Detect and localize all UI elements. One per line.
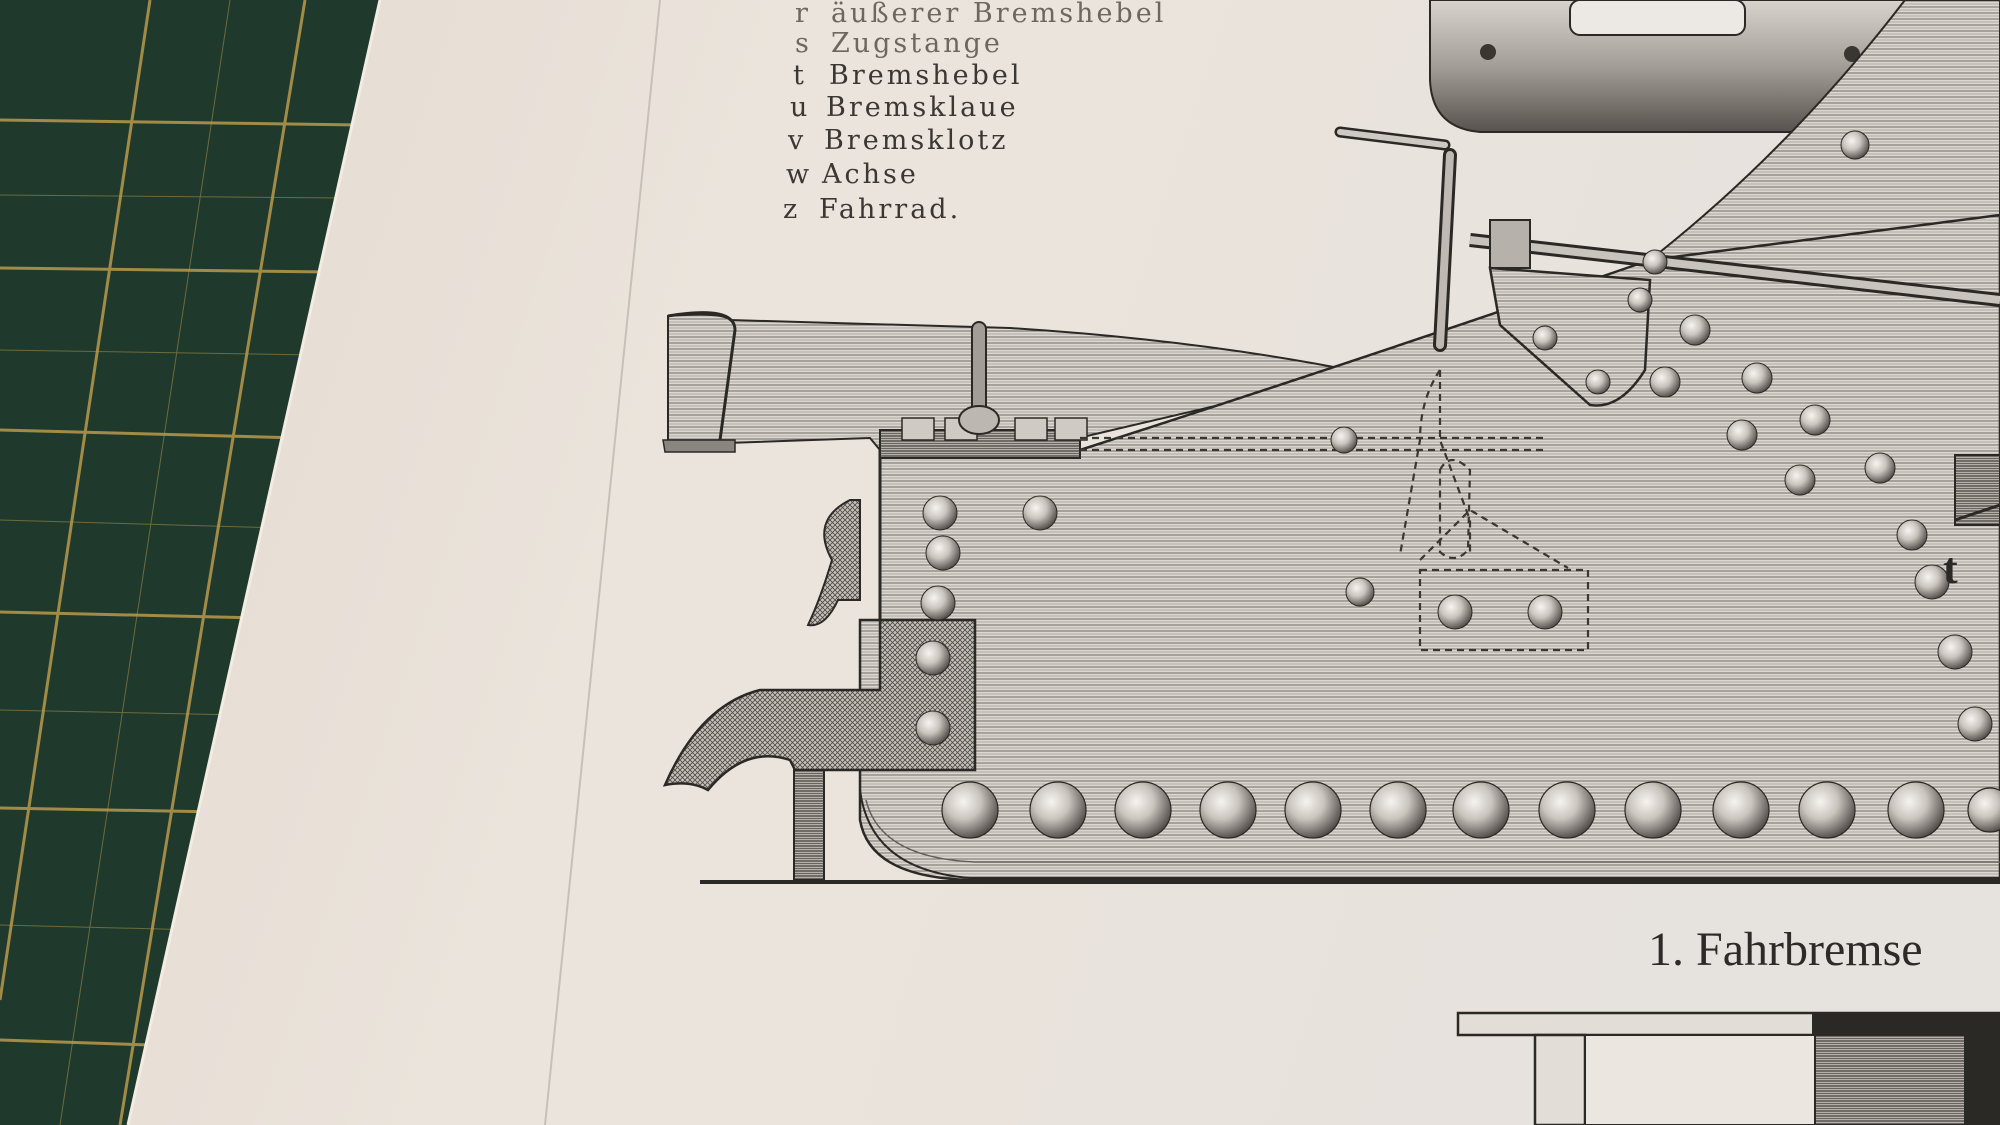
legend-text: Fahrrad.	[819, 194, 962, 225]
legend-letter: u	[790, 92, 811, 123]
legend-item-t: t Bremshebel	[793, 62, 1022, 89]
figure-caption: 1. Fahrbremse	[1648, 923, 1923, 976]
legend-text: Bremsklotz	[824, 125, 1009, 156]
legend-letter: s	[795, 28, 812, 59]
legend-letter: w	[786, 159, 813, 190]
legend-item-z: z Fahrrad.	[783, 196, 961, 223]
legend-text: Bremsklaue	[826, 92, 1019, 123]
legend-letter: z	[783, 194, 801, 225]
legend-letter: r	[795, 0, 811, 29]
legend-text: Zugstange	[831, 28, 1003, 59]
legend-text: Achse	[822, 159, 919, 190]
legend-item-r: r äußerer Bremshebel	[795, 0, 1166, 27]
legend-item-u: u Bremsklaue	[790, 94, 1019, 121]
legend-item-w: w Achse	[786, 161, 919, 188]
legend-item-s: s Zugstange	[795, 30, 1003, 57]
legend-text: äußerer Bremshebel	[831, 0, 1167, 29]
part-label-t: t	[1943, 544, 1958, 593]
legend-letter: t	[793, 60, 807, 91]
legend-item-v: v Bremsklotz	[788, 127, 1009, 154]
legend-text: Bremshebel	[829, 60, 1023, 91]
legend-letter: v	[788, 125, 807, 156]
